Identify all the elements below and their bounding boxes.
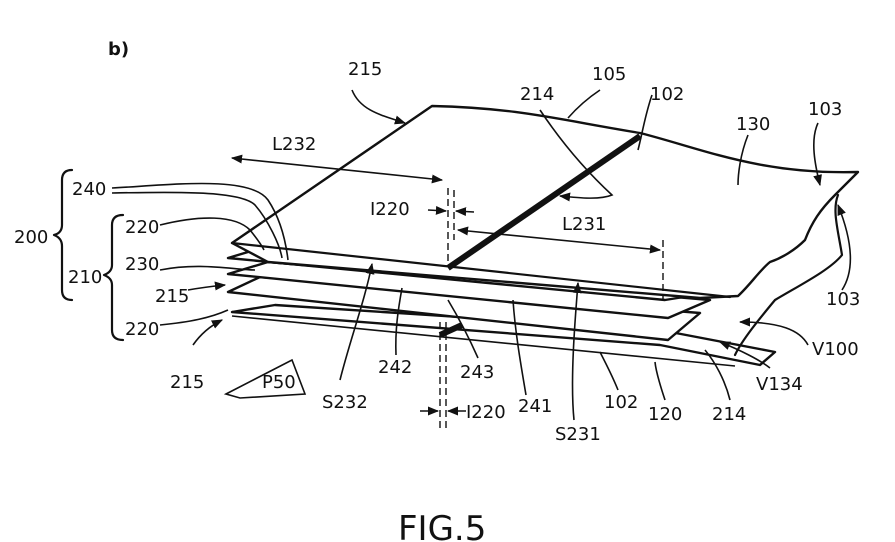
label-243: 243 bbox=[460, 362, 494, 383]
label-215-mid: 215 bbox=[155, 286, 189, 307]
label-102-top: 102 bbox=[650, 84, 684, 105]
label-241: 241 bbox=[518, 396, 552, 417]
label-102-bottom: 102 bbox=[604, 392, 638, 413]
label-v100: V100 bbox=[812, 339, 859, 360]
label-l232: L232 bbox=[272, 134, 316, 155]
label-103-right: 103 bbox=[826, 289, 860, 310]
label-230: 230 bbox=[125, 254, 159, 275]
label-120: 120 bbox=[648, 404, 682, 425]
label-130: 130 bbox=[736, 114, 770, 135]
label-i220-bottom: I220 bbox=[466, 402, 506, 423]
label-l231: L231 bbox=[562, 214, 606, 235]
sheet-stack bbox=[228, 106, 858, 366]
label-200: 200 bbox=[14, 227, 48, 248]
label-242: 242 bbox=[378, 357, 412, 378]
label-215-left: 215 bbox=[170, 372, 204, 393]
figure-caption: FIG.5 bbox=[398, 509, 486, 542]
label-v134: V134 bbox=[756, 374, 803, 395]
label-s232: S232 bbox=[322, 392, 368, 413]
label-103-top: 103 bbox=[808, 99, 842, 120]
label-i220-top: I220 bbox=[370, 199, 410, 220]
label-105: 105 bbox=[592, 64, 626, 85]
label-240: 240 bbox=[72, 179, 106, 200]
label-214-top: 214 bbox=[520, 84, 554, 105]
label-p50: P50 bbox=[262, 372, 296, 393]
label-215-top: 215 bbox=[348, 59, 382, 80]
label-s231: S231 bbox=[555, 424, 601, 445]
label-220-bottom: 220 bbox=[125, 319, 159, 340]
label-210: 210 bbox=[68, 267, 102, 288]
label-214-bottom: 214 bbox=[712, 404, 746, 425]
panel-label: b) bbox=[108, 39, 129, 60]
label-220-top: 220 bbox=[125, 217, 159, 238]
